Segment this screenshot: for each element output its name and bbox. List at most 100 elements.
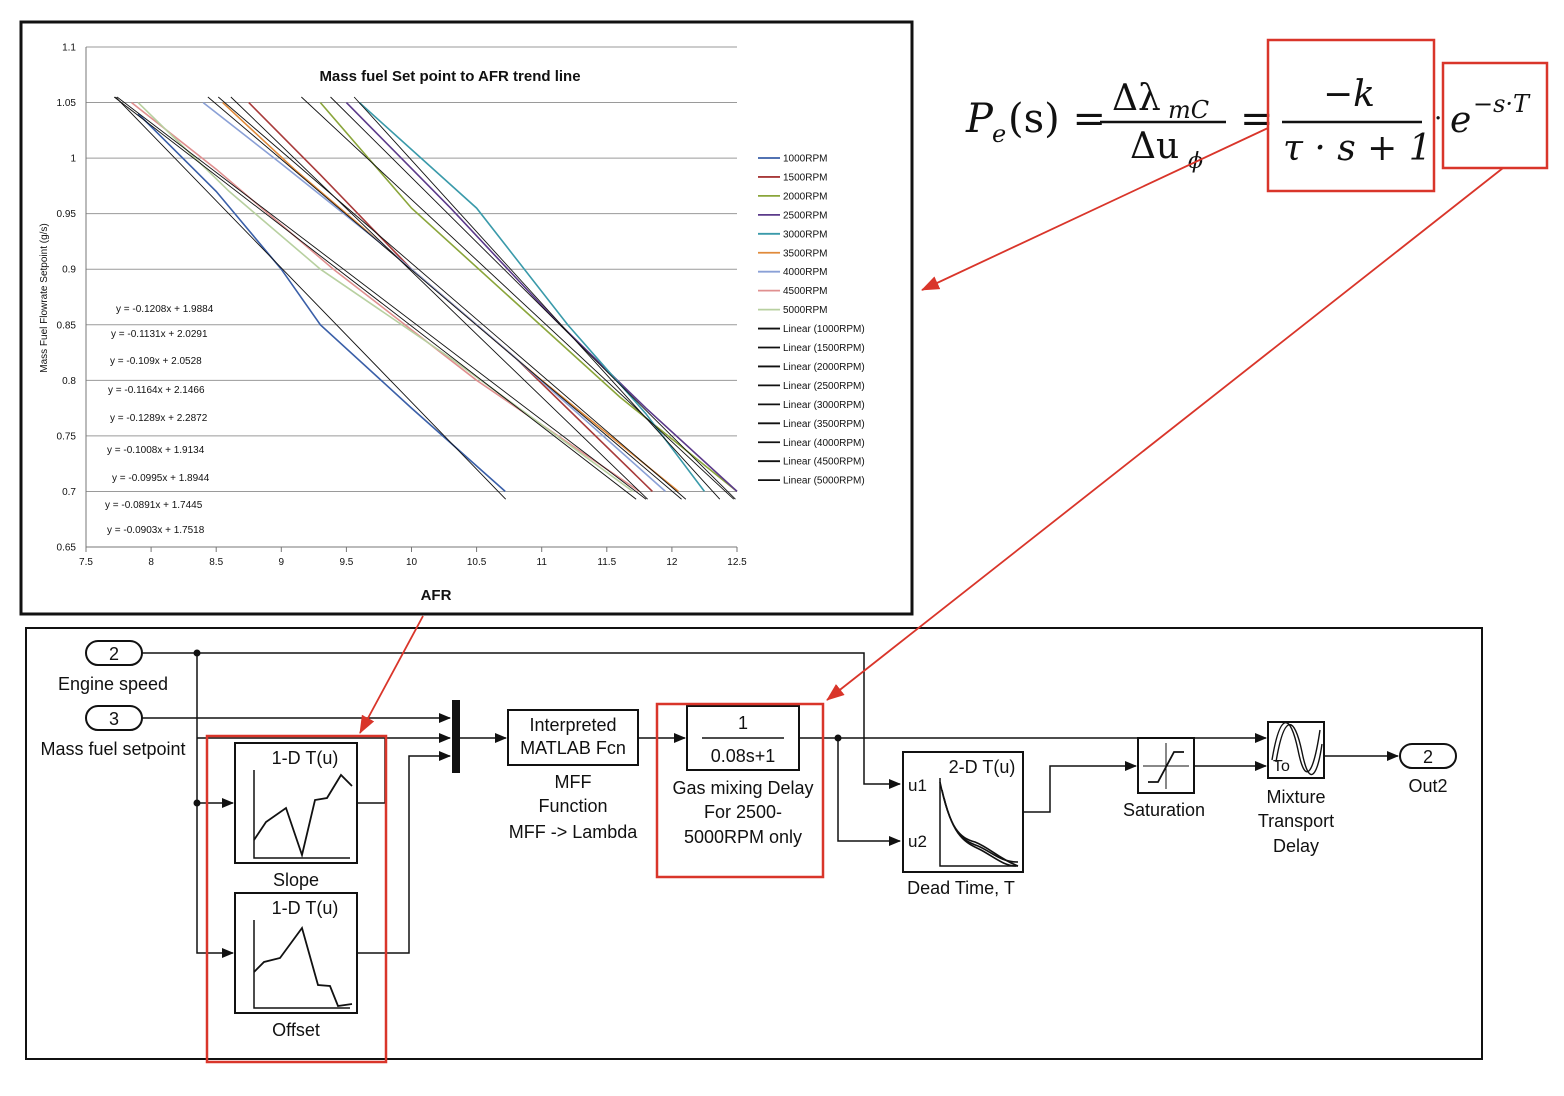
transfer-function-equation: P e (s) = Δλ mC Δu ϕ = −k τ · s + 1 · e … (965, 38, 1549, 193)
legend-entry: Linear (1500RPM) (783, 343, 865, 354)
chart-title: Mass fuel Set point to AFR trend line (319, 68, 580, 85)
x-tick-label: 12 (666, 557, 678, 568)
dead-time-lookup-label: Dead Time, T (907, 878, 1015, 898)
transfer-fcn-label1: Gas mixing Delay (672, 778, 813, 798)
x-tick-label: 7.5 (79, 557, 93, 568)
chart-trendlines (113, 96, 736, 500)
branch-point (834, 734, 842, 742)
transport-delay-label3: Delay (1273, 836, 1319, 856)
legend-entry: 3000RPM (783, 229, 827, 240)
trendline-equation: y = -0.1289x + 2.2872 (110, 413, 208, 424)
inport-engine-speed[interactable]: 2 (85, 640, 143, 666)
mux-block[interactable] (452, 700, 460, 773)
matlab-fcn-label3: MFF -> Lambda (509, 822, 639, 842)
legend-entry: 1000RPM (783, 154, 827, 165)
eq-lhs-arg: (s) = (1008, 96, 1106, 142)
eq-lhs-sub: e (992, 120, 1006, 148)
trendline-equation: y = -0.1008x + 1.9134 (107, 445, 205, 456)
y-tick-label: 1.05 (57, 98, 77, 109)
transfer-fcn-block[interactable]: 1 0.08s+1 (686, 705, 800, 771)
dead-time-lookup-title: 2-D T(u) (949, 757, 1016, 777)
trendline (116, 96, 647, 500)
trendline (217, 96, 687, 500)
x-tick-label: 11.5 (597, 557, 616, 568)
matlab-fcn-block[interactable]: Interpreted MATLAB Fcn (507, 709, 639, 766)
x-tick-label: 11 (537, 557, 548, 568)
inport-mass-fuel[interactable]: 3 (85, 705, 143, 731)
inport-engine-speed-number: 2 (109, 644, 119, 664)
eq-frac1-num: Δλ (1112, 78, 1161, 119)
callout-arrows (359, 127, 1504, 734)
matlab-fcn-label2: Function (538, 796, 607, 816)
x-tick-label: 8.5 (209, 557, 223, 568)
trendline (301, 96, 735, 500)
dead-time-input-u1: u1 (908, 776, 927, 795)
y-tick-label: 0.85 (57, 320, 77, 331)
transport-delay-label2: Transport (1258, 811, 1334, 831)
arrow-eq-to-chart (921, 127, 1269, 291)
saturation-block[interactable] (1137, 737, 1195, 794)
legend-entry: Linear (3000RPM) (783, 400, 865, 411)
outport-label: Out2 (1408, 776, 1447, 796)
eq-highlight-lag (1266, 38, 1436, 193)
trendline-equation: y = -0.109x + 2.0528 (110, 356, 202, 367)
legend-entry: Linear (4500RPM) (783, 457, 865, 468)
trendline-equation: y = -0.1164x + 2.1466 (108, 385, 205, 396)
legend-entry: Linear (3500RPM) (783, 419, 865, 430)
x-tick-label: 9 (279, 557, 285, 568)
eq-lhs: P (965, 96, 994, 142)
legend-entry: Linear (1000RPM) (783, 324, 865, 335)
matlab-fcn-label1: MFF (555, 772, 592, 792)
x-tick-label: 10.5 (467, 557, 487, 568)
trendline-equation: y = -0.0891x + 1.7445 (105, 500, 203, 511)
transport-delay-block[interactable]: To (1267, 721, 1325, 779)
slope-lookup-title: 1-D T(u) (272, 748, 339, 768)
transport-delay-inner: To (1273, 758, 1290, 775)
trendline (230, 96, 648, 500)
series-line-4000rpm (202, 101, 666, 492)
line-tf-to-lut2d (837, 738, 901, 846)
dead-time-lookup-block[interactable]: 2-D T(u) u1 u2 (902, 751, 1024, 873)
eq-exp-power: −s·T (1473, 90, 1531, 118)
x-tick-label: 8 (148, 557, 154, 568)
branch-point (193, 799, 201, 807)
legend-entry: Linear (2500RPM) (783, 381, 865, 392)
legend-entry: Linear (5000RPM) (783, 476, 865, 487)
trendline (115, 96, 507, 500)
slope-lookup-label: Slope (273, 870, 319, 890)
x-tick-label: 10 (406, 557, 418, 568)
inport-mass-fuel-label: Mass fuel setpoint (40, 739, 185, 759)
simulink-diagram: 2 Engine speed 3 Mass fuel setpoint 1-D … (25, 627, 1483, 1064)
transport-delay-label1: Mixture (1266, 787, 1325, 807)
legend-entry: Linear (4000RPM) (783, 438, 865, 449)
legend-entry: 3500RPM (783, 248, 827, 259)
trendline-equation: y = -0.0903x + 1.7518 (107, 525, 205, 536)
chart-xlabel: AFR (421, 587, 452, 604)
chart-frame (19, 20, 914, 616)
legend-entry: Linear (2000RPM) (783, 362, 865, 373)
matlab-fcn-line1: Interpreted (529, 715, 616, 735)
inport-mass-fuel-number: 3 (109, 709, 119, 729)
eq-frac2-num: −k (1323, 74, 1375, 115)
offset-lookup-block[interactable]: 1-D T(u) (234, 892, 358, 1014)
trendline-equation: y = -0.1131x + 2.0291 (111, 329, 208, 340)
outport-out2[interactable]: 2 (1399, 743, 1457, 769)
highlight-transfer-fcn (655, 702, 825, 879)
matlab-fcn-line2: MATLAB Fcn (520, 738, 626, 758)
trendline (353, 96, 721, 500)
y-tick-label: 0.8 (62, 376, 76, 387)
y-tick-label: 0.7 (62, 487, 76, 498)
legend-entry: 1500RPM (783, 172, 827, 183)
saturation-label: Saturation (1123, 800, 1205, 820)
line-lut2d-to-sat (1023, 761, 1137, 813)
chart-ylabel: Mass Fuel Flowrate Setpoint (g/s) (39, 223, 50, 373)
dead-time-input-u2: u2 (908, 832, 927, 851)
eq-frac2-den: τ · s + 1 (1283, 128, 1432, 169)
y-tick-label: 0.75 (57, 431, 77, 442)
transfer-fcn-numerator: 1 (738, 713, 748, 733)
inport-engine-speed-label: Engine speed (58, 674, 168, 694)
legend-entry: 5000RPM (783, 305, 827, 316)
slope-lookup-block[interactable]: 1-D T(u) (234, 742, 358, 864)
